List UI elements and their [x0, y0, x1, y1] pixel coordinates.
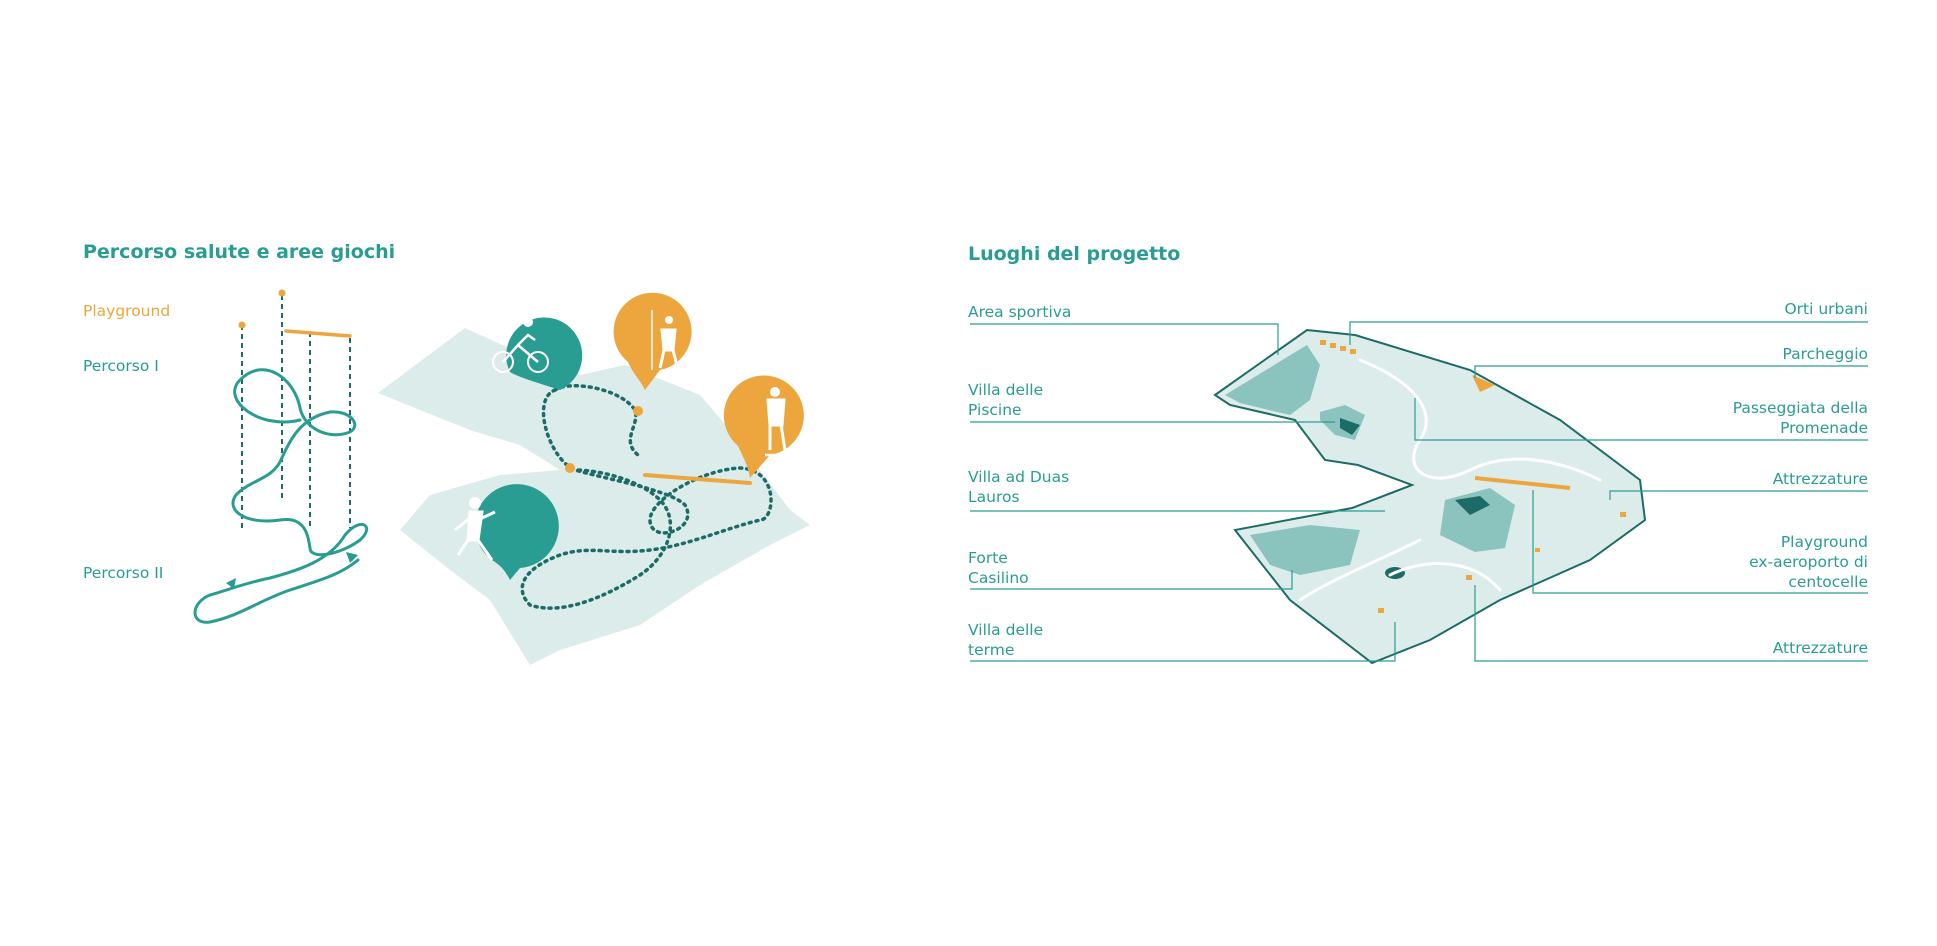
- label-parcheggio: Parcheggio: [1782, 345, 1868, 363]
- project-map: [1213, 328, 1647, 665]
- skateboarder-icon: [723, 375, 804, 478]
- legend-playground-label: Playground: [83, 302, 171, 320]
- legend-percorso-1-label: Percorso I: [83, 357, 159, 375]
- leader-lines: [970, 321, 1868, 662]
- climber-icon: [613, 292, 692, 390]
- park-map-shape: [378, 328, 810, 665]
- label-villa-delle-piscine: Villa delle Piscine: [968, 381, 1044, 419]
- label-passeggiata-della-promenade: Passeggiata della Promenade: [1732, 399, 1868, 437]
- left-panel-title: Percorso salute e aree giochi: [83, 241, 396, 263]
- label-villa-delle-terme: Villa delle terme: [968, 621, 1044, 659]
- label-attrezzature-1: Attrezzature: [1772, 470, 1868, 488]
- label-attrezzature-2: Attrezzature: [1772, 639, 1868, 657]
- label-area-sportiva: Area sportiva: [968, 303, 1072, 321]
- legend-diagram: [193, 289, 368, 624]
- runner-icon: [454, 484, 559, 580]
- cyclist-icon: [492, 317, 583, 390]
- label-orti-urbani: Orti urbani: [1784, 300, 1868, 318]
- label-forte-casilino: Forte Casilino: [968, 549, 1029, 587]
- right-panel-title: Luoghi del progetto: [968, 243, 1181, 265]
- legend-percorso-2-label: Percorso II: [83, 564, 164, 582]
- label-villa-ad-duas-lauros: Villa ad Duas Lauros: [968, 468, 1070, 506]
- label-playground-ex-aeroporto: Playground ex-aeroporto di centocelle: [1749, 533, 1868, 591]
